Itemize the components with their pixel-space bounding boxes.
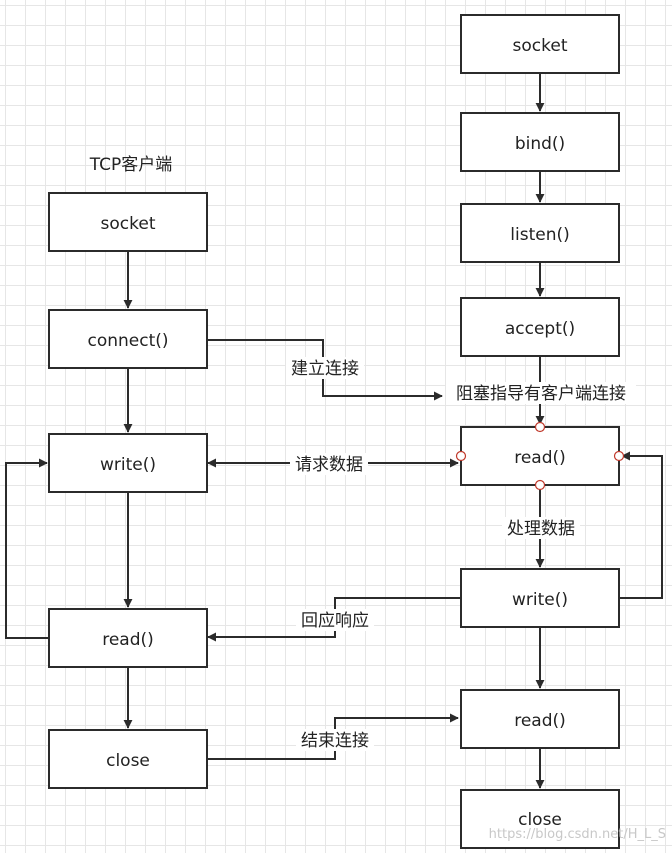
server-read2-label: read() [514, 711, 566, 731]
client-connect-node[interactable]: connect() [48, 309, 208, 369]
server-close-node[interactable]: close [460, 789, 620, 849]
edge-label-establish: 建立连接 [291, 359, 359, 379]
client-title: TCP客户端 [89, 155, 173, 175]
port-right [613, 450, 625, 462]
server-listen-node[interactable]: listen() [460, 203, 620, 263]
server-listen-label: listen() [510, 225, 569, 245]
server-accept-node[interactable]: accept() [460, 297, 620, 357]
edge-label-finish: 结束连接 [301, 731, 369, 751]
client-socket-label: socket [101, 214, 156, 234]
client-close-label: close [106, 751, 150, 771]
server-write-label: write() [512, 590, 568, 610]
server-bind-label: bind() [515, 134, 565, 154]
server-read-label: read() [514, 448, 566, 468]
server-write-node[interactable]: write() [460, 568, 620, 628]
client-socket-node[interactable]: socket [48, 192, 208, 252]
edge-server-loop [619, 451, 663, 599]
server-read-node[interactable]: read() [460, 426, 620, 486]
label-bg-process [502, 517, 580, 539]
client-connect-label: connect() [87, 331, 168, 351]
port-left [455, 450, 467, 462]
port-top [534, 421, 546, 433]
client-close-node[interactable]: close [48, 729, 208, 789]
server-bind-node[interactable]: bind() [460, 112, 620, 172]
label-bg-blocking [446, 382, 636, 404]
edge-label-process: 处理数据 [507, 519, 575, 539]
edge-label-response: 回应响应 [301, 611, 369, 631]
edge-client-loop [5, 458, 49, 639]
label-bg-finish [296, 729, 374, 751]
edge-label-request: 请求数据 [295, 455, 363, 475]
label-bg-response [296, 609, 374, 631]
server-read2-node[interactable]: read() [460, 689, 620, 749]
label-bg-establish [286, 357, 364, 379]
watermark: https://blog.csdn.net/H_L_S [489, 827, 666, 842]
server-close-label: close [518, 810, 562, 830]
edge-label-blocking: 阻塞指导有客户端连接 [456, 384, 626, 404]
client-read-label: read() [102, 630, 154, 650]
port-bottom [534, 479, 546, 491]
server-socket-node[interactable]: socket [460, 14, 620, 74]
label-bg-request [290, 453, 368, 475]
server-socket-label: socket [513, 36, 568, 56]
client-write-label: write() [100, 455, 156, 475]
server-accept-label: accept() [505, 319, 575, 339]
client-write-node[interactable]: write() [48, 433, 208, 493]
client-read-node[interactable]: read() [48, 608, 208, 668]
